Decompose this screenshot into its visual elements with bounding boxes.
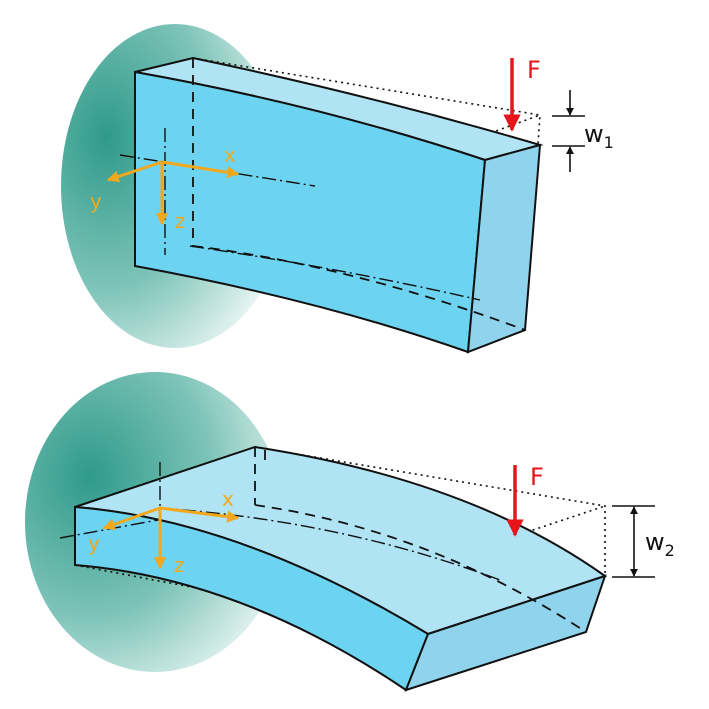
axis-z-label-1: z bbox=[175, 209, 186, 233]
coordinate-axes-2 bbox=[102, 506, 240, 570]
hidden-edges-2 bbox=[254, 447, 587, 633]
coordinate-axes-1 bbox=[106, 160, 240, 226]
axis-x-arrow-2 bbox=[159, 506, 240, 523]
deflection-dimension-2 bbox=[612, 505, 655, 578]
force-label-1: F bbox=[527, 56, 541, 84]
deflection-dimension-1 bbox=[552, 90, 585, 172]
deflection-symbol-2: w bbox=[645, 528, 665, 556]
axis-x-label-2: x bbox=[222, 487, 234, 511]
axis-x-label-1: x bbox=[224, 143, 236, 167]
axis-y-arrow-1 bbox=[106, 160, 163, 183]
axis-z-label-2: z bbox=[174, 553, 185, 577]
axis-y-label-1: y bbox=[90, 189, 102, 213]
deflection-label-2: w2 bbox=[645, 528, 675, 560]
axis-y-label-2: y bbox=[88, 531, 100, 555]
figure-1: x y z F w1 bbox=[61, 24, 614, 354]
deflection-label-1: w1 bbox=[584, 120, 614, 152]
deflection-subscript-1: 1 bbox=[604, 133, 614, 152]
figure-2: x y z F w2 bbox=[25, 372, 675, 692]
axis-y-arrow-2 bbox=[102, 506, 161, 531]
deflection-symbol-1: w bbox=[584, 120, 604, 148]
force-label-2: F bbox=[530, 463, 544, 491]
deflection-subscript-2: 2 bbox=[665, 541, 675, 560]
axis-x-arrow-1 bbox=[161, 160, 240, 179]
hidden-edges-1 bbox=[192, 58, 526, 331]
